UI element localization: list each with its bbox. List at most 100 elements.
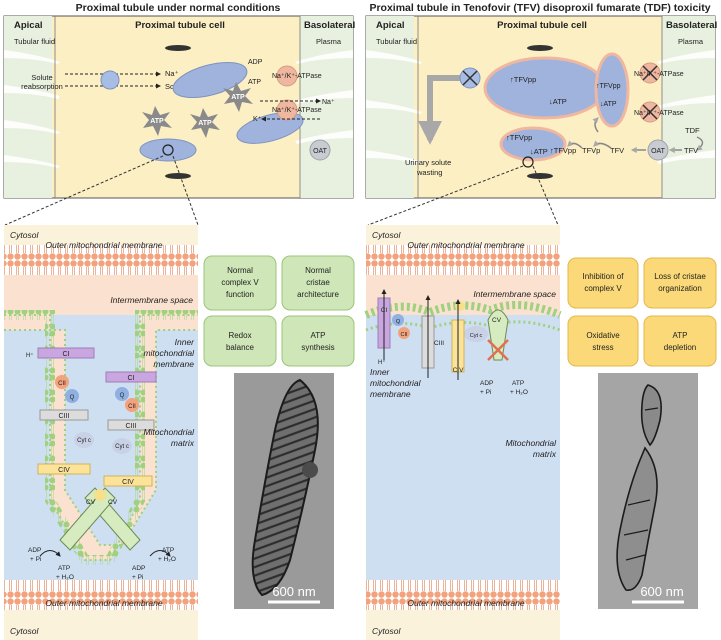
right-outer-membrane-bottom: Outer mitochondrial membrane — [407, 598, 524, 608]
left-tubular-fluid: Tubular fluid — [14, 37, 55, 46]
left-adp-r2: + Pi — [132, 574, 143, 581]
right-box-4: ATP depletion — [643, 315, 717, 367]
left-atp-burst-1: ATP — [150, 118, 164, 125]
svg-text:Oxidative: Oxidative — [586, 331, 620, 340]
svg-text:depletion: depletion — [664, 343, 696, 352]
svg-text:complex V: complex V — [221, 278, 259, 287]
svg-text:cristae: cristae — [306, 278, 330, 287]
svg-text:ATP: ATP — [673, 331, 688, 340]
left-adp: ADP — [248, 59, 263, 66]
right-adp-2: + Pi — [480, 389, 491, 396]
left-cytosol-top: Cytosol — [10, 230, 39, 240]
right-adp-1: ADP — [480, 380, 493, 387]
svg-text:Loss of cristae: Loss of cristae — [654, 272, 706, 281]
left-mito-3 — [139, 138, 197, 162]
urinary-wasting-arrow — [418, 75, 462, 145]
left-adp-r1: ADP — [132, 565, 145, 572]
left-cv-2: CV — [108, 499, 118, 506]
svg-text:ATP: ATP — [311, 331, 326, 340]
left-civ-1: CIV — [58, 467, 70, 474]
left-atp-r2: + H₂O — [158, 556, 176, 563]
left-na: Na⁺ — [165, 69, 179, 78]
left-adp-1: ADP — [28, 547, 41, 554]
left-inner-1: Inner — [175, 337, 196, 347]
left-box-3: Redox balance — [203, 315, 277, 367]
left-pump-icon — [276, 65, 298, 87]
right-basolateral-label: Basolateral — [666, 20, 717, 31]
left-cii-1: CII — [58, 381, 66, 387]
right-ciii: CIII — [434, 340, 444, 347]
right-oat: OAT — [651, 148, 666, 155]
left-atp-burst-3: ATP — [231, 94, 245, 101]
left-mito-1 — [172, 61, 248, 99]
right-atp-1b: ATP — [512, 380, 524, 387]
left-ciii-2: CIII — [126, 423, 137, 430]
left-box-4: ATP synthesis — [281, 315, 355, 367]
left-plasma: Plasma — [316, 37, 342, 46]
right-plasma: Plasma — [678, 37, 704, 46]
left-atpase-2: Na⁺/K⁺-ATPase — [272, 107, 322, 114]
left-h: H⁺ — [26, 352, 34, 359]
left-box-2: Normal cristae architecture — [281, 255, 355, 311]
left-solute-1: Solute — [31, 73, 52, 82]
right-intermembrane: Intermembrane space — [473, 289, 556, 299]
left-apical-label: Apical — [14, 20, 43, 31]
right-cytosol-bottom: Cytosol — [372, 626, 401, 636]
right-q: Q — [396, 319, 401, 325]
left-matrix-2: matrix — [171, 438, 195, 448]
right-apical-label: Apical — [376, 20, 405, 31]
right-box-2: Loss of cristae organization — [643, 257, 717, 309]
left-solute-2: reabsorption — [21, 82, 63, 91]
atp-burst-icon — [190, 108, 220, 138]
right-tfv-out: TFV — [684, 146, 698, 155]
left-cytosol-bottom: Cytosol — [10, 626, 39, 636]
right-title: Proximal tubule in Tenofovir (TFV) disop… — [369, 2, 710, 14]
right-matrix-2: matrix — [533, 449, 557, 459]
right-outer-membrane-top: Outer mitochondrial membrane — [407, 240, 524, 250]
left-basolateral-label: Basolateral — [304, 20, 355, 31]
left-oat-icon — [309, 139, 331, 161]
left-cytc-2: Cyt c — [115, 444, 129, 450]
left-box-1: Normal complex V function — [203, 255, 277, 311]
right-atp-2b: + H₂O — [510, 389, 528, 396]
right-tfv-in: TFV — [610, 146, 624, 155]
left-title: Proximal tubule under normal conditions — [76, 2, 281, 14]
svg-text:Normal: Normal — [227, 266, 253, 275]
left-matrix-1: Mitochondrial — [143, 427, 195, 437]
svg-text:Normal: Normal — [305, 266, 331, 275]
left-atp-burst-2: ATP — [198, 120, 212, 127]
left-intermembrane: Intermembrane space — [110, 295, 193, 305]
left-atp-h2o-1: ATP — [58, 565, 70, 572]
left-mito-detail — [4, 225, 198, 640]
left-adp-2: + Pi — [30, 556, 41, 563]
right-h: H⁺ — [378, 359, 386, 366]
right-cytc: Cyt c — [470, 333, 483, 339]
left-em-image — [234, 373, 334, 609]
right-cv: CV — [492, 317, 502, 324]
left-k: K⁺ — [253, 116, 262, 123]
svg-text:stress: stress — [592, 343, 613, 352]
right-atp-2: ↓ATP — [600, 101, 617, 108]
left-transporter-icon — [100, 70, 120, 90]
left-q-1: Q — [70, 395, 75, 401]
right-inner-3: membrane — [370, 389, 411, 399]
right-cell-label: Proximal tubule cell — [497, 20, 587, 31]
right-atp-1: ↓ATP — [549, 97, 567, 106]
right-scale-label: 600 nm — [640, 584, 683, 599]
right-tfvpp-3: ↑TFVpp — [506, 133, 532, 142]
left-scale-label: 600 nm — [272, 584, 315, 599]
left-cytc-1: Cyt c — [77, 438, 91, 444]
svg-text:complex V: complex V — [584, 284, 622, 293]
atp-burst-icon — [223, 82, 253, 112]
left-q-2: Q — [120, 393, 125, 399]
left-atp-r1: ATP — [162, 547, 174, 554]
right-box-1: Inhibition of complex V — [567, 257, 639, 309]
right-matrix-1: Mitochondrial — [505, 438, 557, 448]
left-outer-membrane-top: Outer mitochondrial membrane — [45, 240, 162, 250]
right-atpase-2: Na⁺/K⁺-ATPase — [634, 110, 684, 117]
svg-text:function: function — [226, 290, 254, 299]
left-outer-membrane-bottom: Outer mitochondrial membrane — [45, 598, 162, 608]
right-tfvpp-2: ↑TFVpp — [596, 83, 621, 90]
atp-burst-icon — [142, 106, 172, 136]
